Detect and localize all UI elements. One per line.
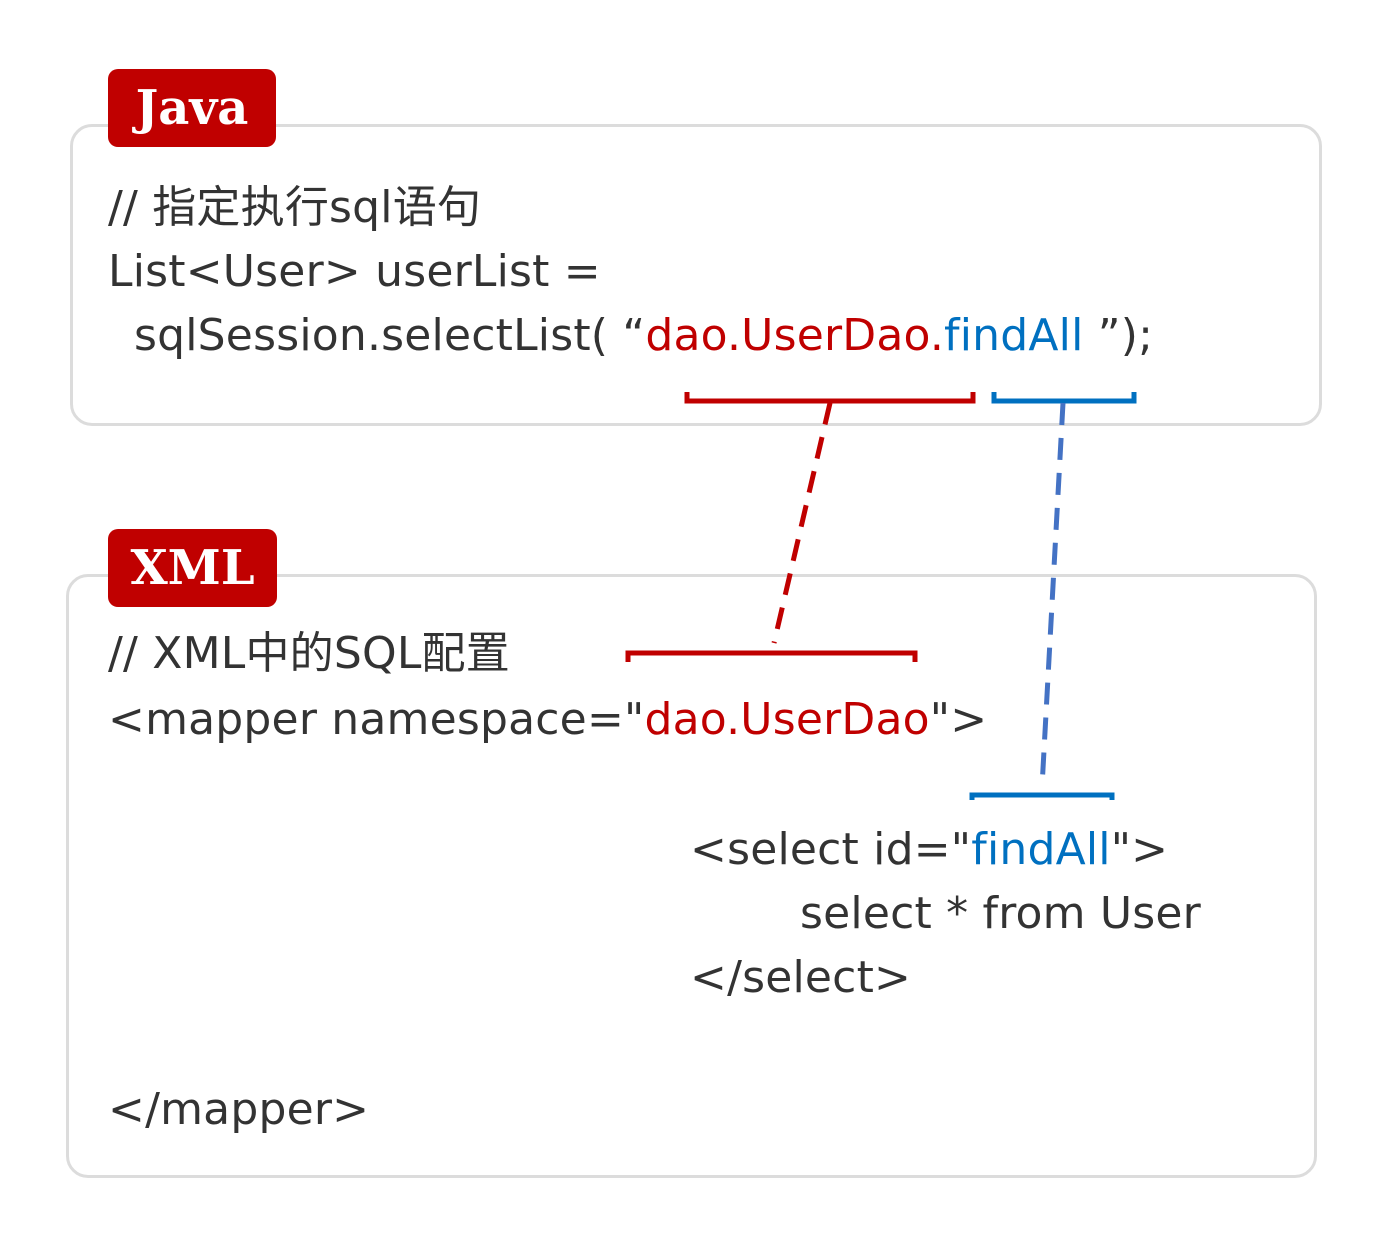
- xml-mapper-open-prefix: <mapper namespace=": [108, 694, 645, 745]
- xml-namespace-bracket: [625, 650, 918, 662]
- xml-select-open-prefix: <select id=": [690, 824, 972, 875]
- xml-mapper-open-suffix: ">: [929, 694, 988, 745]
- xml-mapper-namespace: dao.UserDao: [644, 694, 930, 745]
- method-dashed-connector: [1039, 402, 1066, 788]
- xml-select-id: findAll: [971, 824, 1111, 875]
- java-panel: [70, 124, 1322, 426]
- namespace-dashed-connector: [771, 402, 833, 644]
- xml-select-open: <select id="findAll">: [690, 828, 1168, 872]
- xml-method-bracket: [969, 792, 1115, 800]
- xml-mapper-open: <mapper namespace="dao.UserDao">: [108, 698, 987, 742]
- java-comment: // 指定执行sql语句: [108, 182, 482, 233]
- java-line-2-prefix: sqlSession.selectList( “: [134, 310, 646, 361]
- xml-select-body: select * from User: [800, 888, 1201, 939]
- java-namespace-bracket: [684, 392, 976, 404]
- java-line-1: List<User> userList =: [108, 246, 601, 297]
- xml-select-close: </select>: [690, 952, 912, 1003]
- java-line-2: sqlSession.selectList( “dao.UserDao.find…: [134, 314, 1153, 358]
- java-tag: Java: [108, 69, 276, 147]
- xml-mapper-close: </mapper>: [108, 1084, 370, 1135]
- xml-tag: XML: [108, 529, 277, 607]
- java-method-ref: findAll: [944, 310, 1084, 361]
- java-line-2-suffix: ”);: [1083, 310, 1154, 361]
- xml-comment: // XML中的SQL配置: [108, 628, 510, 679]
- xml-select-open-suffix: ">: [1110, 824, 1169, 875]
- java-method-bracket: [991, 392, 1137, 404]
- java-namespace-ref: dao.UserDao.: [645, 310, 945, 361]
- xml-panel: [66, 574, 1317, 1178]
